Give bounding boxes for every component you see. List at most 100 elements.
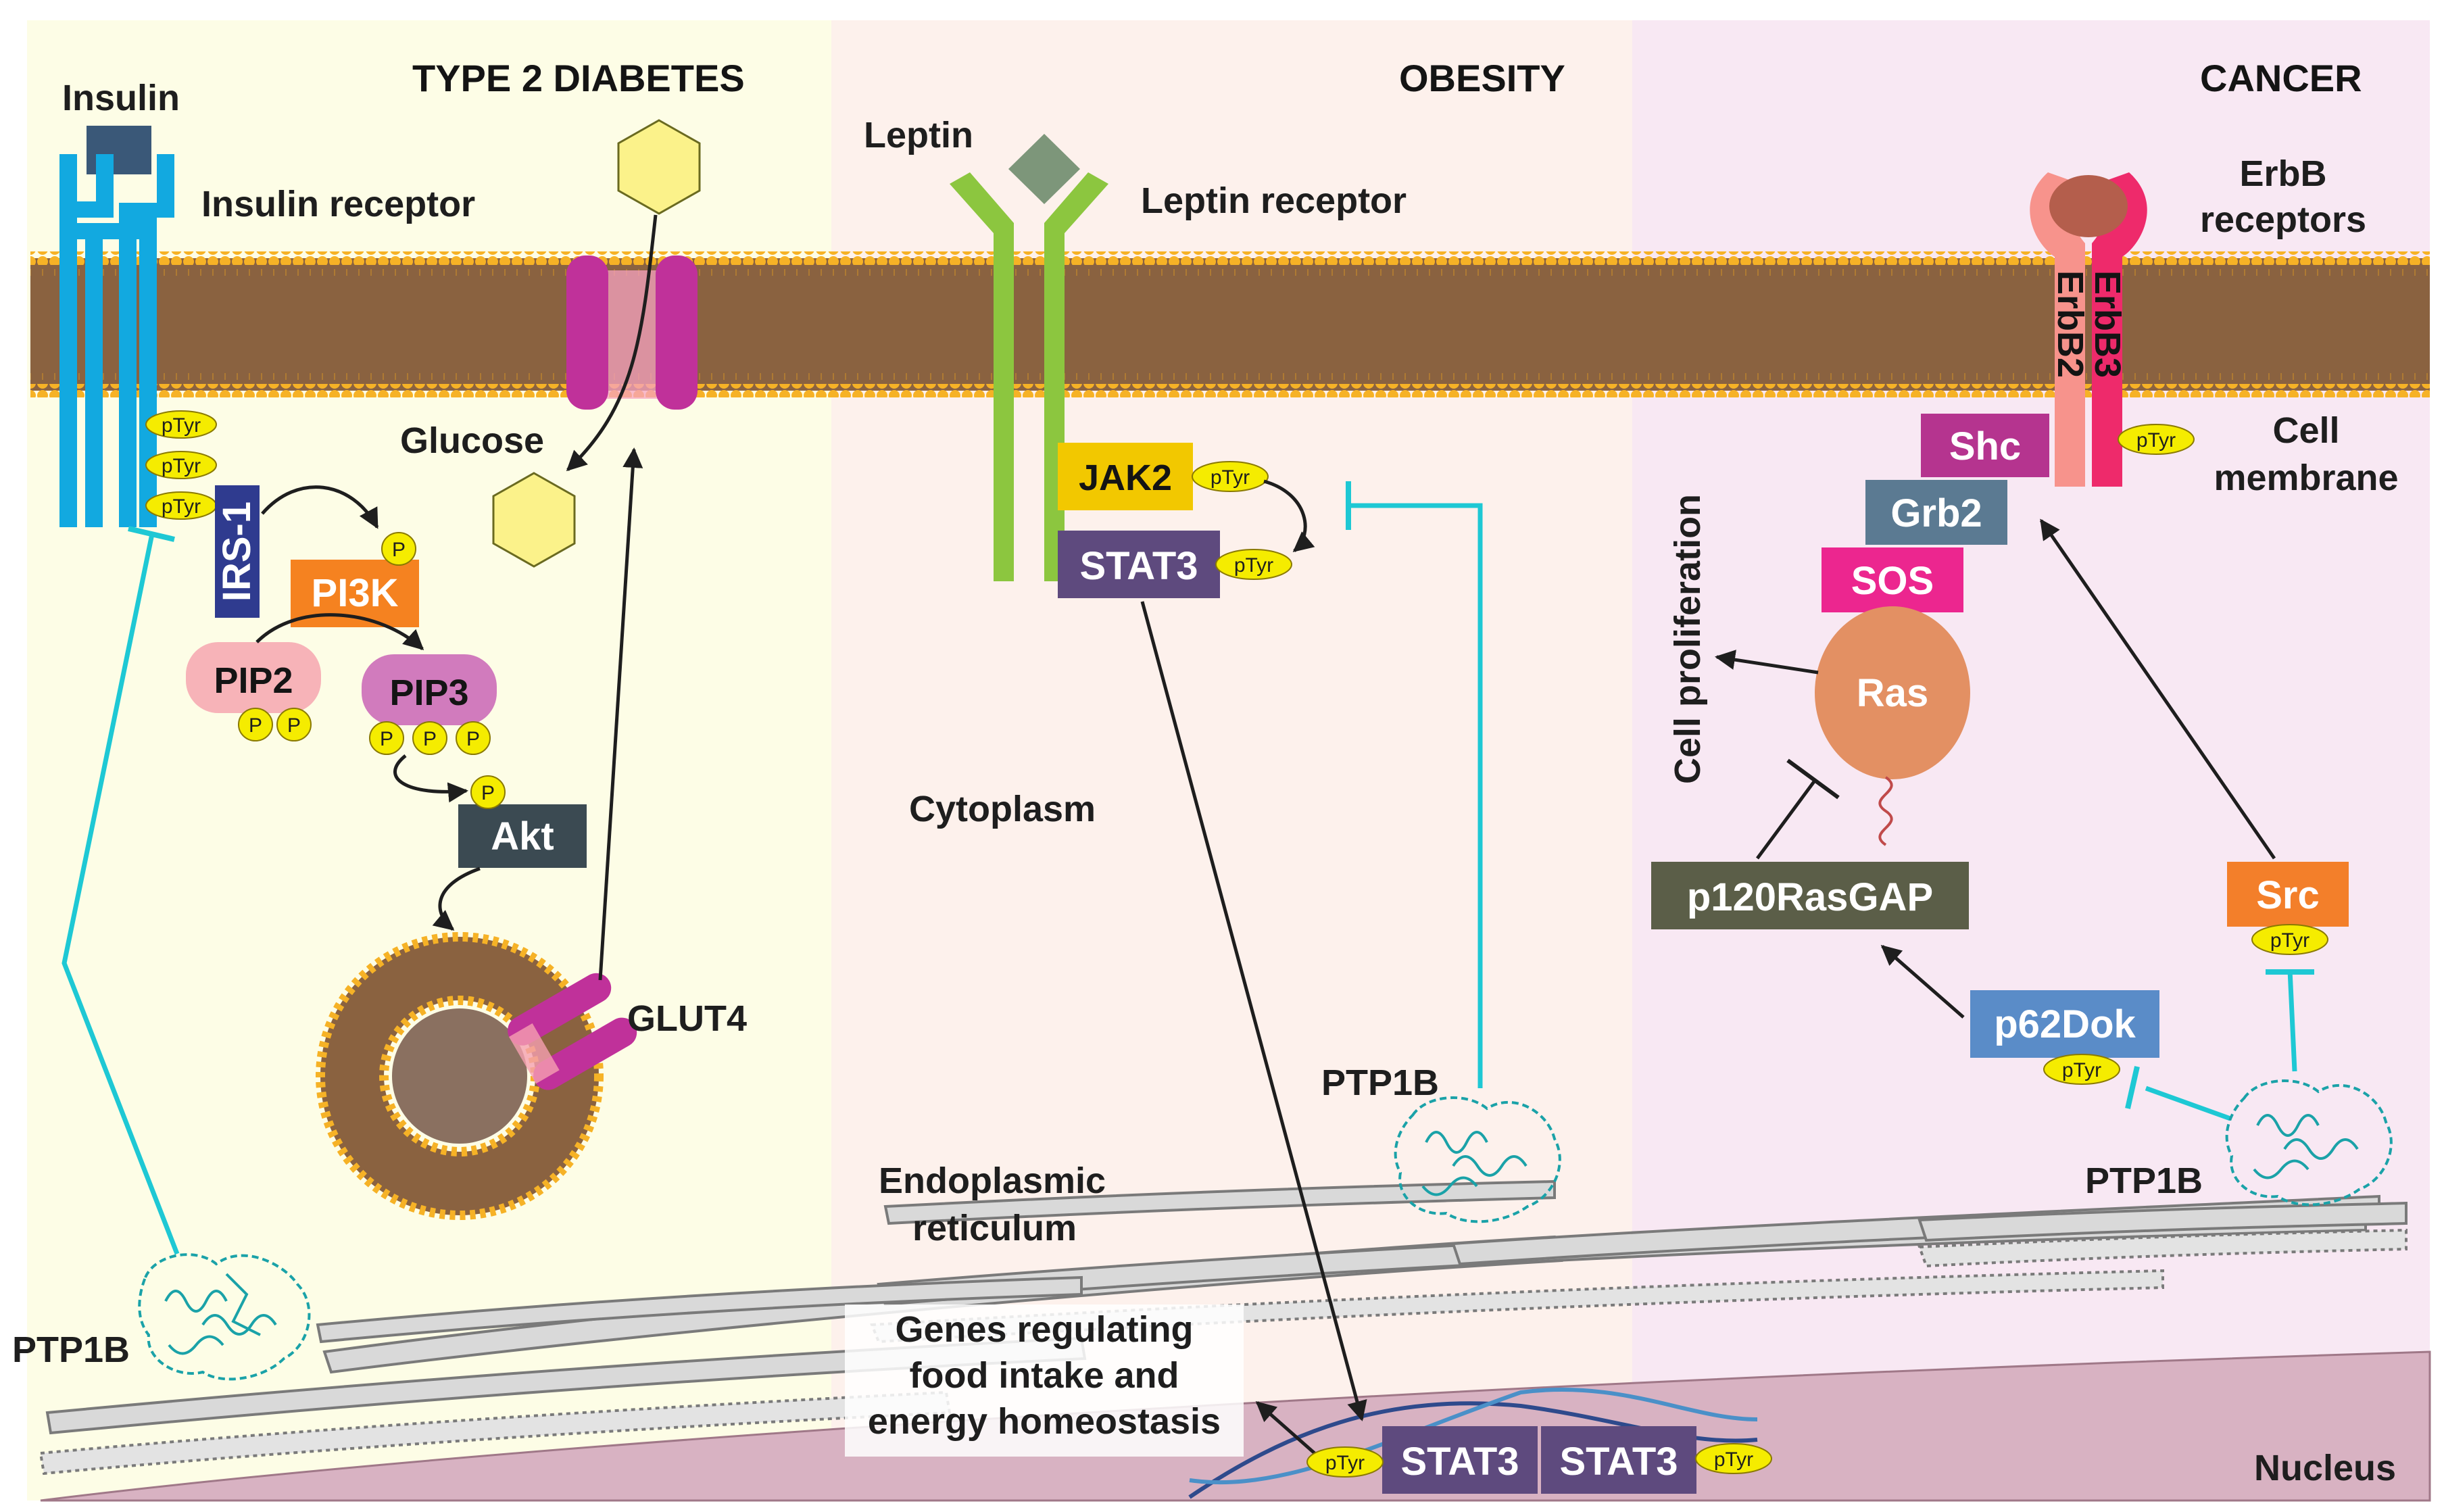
akt-to-vesicle-arrow bbox=[432, 867, 481, 931]
inhibition-bar-insulin bbox=[128, 526, 175, 542]
cell-proliferation-label: Cell proliferation bbox=[1667, 494, 1708, 784]
ptp1b-inhibits-src bbox=[2287, 969, 2297, 1072]
pip2-box bbox=[186, 642, 321, 713]
ras-protein bbox=[1815, 606, 1970, 779]
insulin-receptor bbox=[59, 154, 174, 527]
svg-text:pTyr: pTyr bbox=[162, 455, 201, 477]
stat3-dimer-box-1 bbox=[1382, 1426, 1538, 1494]
ptp1b-label-cancer: PTP1B bbox=[2085, 1161, 2203, 1201]
ptp1b-inhibits-insulin-receptor bbox=[62, 533, 180, 1255]
svg-text:P: P bbox=[392, 539, 406, 561]
nucleus-label: Nucleus bbox=[2254, 1448, 2396, 1488]
stat3-to-genes-arrow bbox=[1255, 1401, 1316, 1455]
pip3-label: PIP3 bbox=[389, 673, 468, 713]
shc-box bbox=[1921, 414, 2049, 477]
jak2-ptyr: pTyr bbox=[1192, 461, 1269, 492]
glut4-membrane-transporter bbox=[566, 255, 698, 410]
src-box bbox=[2227, 862, 2349, 927]
cell-membrane-label-1: Cell bbox=[2272, 410, 2339, 451]
svg-text:pTyr: pTyr bbox=[1325, 1452, 1365, 1474]
src-label: Src bbox=[2256, 873, 2320, 917]
erbb2-receptor bbox=[2030, 172, 2085, 487]
glucose-transport-arrow bbox=[566, 214, 658, 472]
svg-text:pTyr: pTyr bbox=[1714, 1448, 1753, 1471]
ptp1b-inhibits-p62dok bbox=[2145, 1086, 2232, 1121]
genes-label-1: Genes regulating bbox=[895, 1309, 1193, 1350]
inhibition-bar-ras bbox=[1786, 758, 1840, 800]
p120rasgap-box bbox=[1651, 862, 1969, 929]
jak2-box bbox=[1058, 443, 1193, 510]
stat3-dimer-label-1: STAT3 bbox=[1400, 1440, 1519, 1484]
p120rasgap-label: p120RasGAP bbox=[1687, 875, 1933, 919]
leptin-receptor-label: Leptin receptor bbox=[1141, 180, 1407, 221]
ras-label: Ras bbox=[1857, 671, 1928, 715]
pip3-to-akt-arrow bbox=[393, 754, 468, 803]
endoplasmic-reticulum bbox=[39, 1179, 2408, 1476]
pip2-label: PIP2 bbox=[214, 660, 293, 701]
erbb3-label: ErbB3 bbox=[2087, 270, 2128, 378]
akt-phospho: P bbox=[470, 775, 506, 809]
akt-label: Akt bbox=[491, 814, 554, 858]
svg-text:P: P bbox=[287, 714, 301, 737]
akt-box bbox=[458, 804, 587, 868]
svg-text:P: P bbox=[423, 728, 437, 750]
svg-text:pTyr: pTyr bbox=[162, 495, 201, 518]
cytoplasm-label: Cytoplasm bbox=[909, 789, 1096, 829]
svg-text:pTyr: pTyr bbox=[1211, 466, 1250, 489]
erbb3-ptyr: pTyr bbox=[2118, 424, 2195, 455]
glucose-outside bbox=[617, 119, 701, 215]
ptp1b-protein-cancer bbox=[2225, 1079, 2393, 1206]
er-label-2: reticulum bbox=[912, 1208, 1077, 1248]
irs1-box bbox=[215, 485, 260, 618]
stat3-dimer-ptyr-right: pTyr bbox=[1695, 1443, 1772, 1474]
irs1-to-pi3k-arrow bbox=[261, 485, 379, 529]
ptp1b-label-diabetes: PTP1B bbox=[12, 1330, 130, 1370]
insulin-label: Insulin bbox=[62, 78, 180, 118]
genes-box bbox=[845, 1304, 1244, 1457]
stat3-to-nucleus-arrow bbox=[1140, 601, 1367, 1421]
cell-membrane bbox=[30, 251, 2430, 397]
insulin-receptor-ptyr-1: pTyr bbox=[145, 410, 217, 439]
jak2-label: JAK2 bbox=[1079, 458, 1172, 498]
stat3-dimer-label-2: STAT3 bbox=[1559, 1440, 1678, 1484]
glut4-label: GLUT4 bbox=[627, 998, 747, 1039]
src-ptyr: pTyr bbox=[2251, 924, 2328, 955]
ras-to-proliferation-arrow bbox=[1715, 650, 1819, 675]
ptp1b-protein-diabetes bbox=[138, 1253, 311, 1381]
p62dok-ptyr: pTyr bbox=[2043, 1054, 2120, 1085]
pi3k-label: PI3K bbox=[312, 571, 399, 615]
sos-box bbox=[1822, 547, 1963, 612]
shc-label: Shc bbox=[1949, 424, 2021, 468]
insulin-receptor-label: Insulin receptor bbox=[201, 184, 475, 224]
inhibition-bar-p62dok bbox=[2125, 1066, 2140, 1109]
glut4-vesicle bbox=[316, 932, 637, 1220]
pip2-to-pip3-arrow bbox=[255, 613, 424, 651]
insulin-receptor-ptyr-3: pTyr bbox=[145, 491, 217, 520]
ras-anchor-tail bbox=[1878, 776, 1893, 846]
genes-label-2: food intake and bbox=[909, 1355, 1179, 1396]
svg-text:pTyr: pTyr bbox=[162, 414, 201, 437]
svg-text:pTyr: pTyr bbox=[2136, 429, 2176, 452]
jak2-to-stat3-arrow bbox=[1263, 479, 1315, 552]
stat3-dimer-ptyr-left: pTyr bbox=[1306, 1446, 1384, 1478]
stat3-ptyr: pTyr bbox=[1215, 549, 1292, 580]
svg-text:pTyr: pTyr bbox=[2062, 1059, 2101, 1081]
p62dok-label: p62Dok bbox=[1994, 1002, 2136, 1046]
grb2-box bbox=[1865, 480, 2007, 545]
pip2-phospho: P P bbox=[238, 708, 312, 741]
p62dok-box bbox=[1970, 990, 2159, 1058]
svg-text:P: P bbox=[249, 714, 262, 737]
cell-membrane-label-2: membrane bbox=[2214, 458, 2398, 498]
glucose-label: Glucose bbox=[400, 420, 544, 461]
insulin-receptor-ptyr-2: pTyr bbox=[145, 451, 217, 479]
section-title-cancer: CANCER bbox=[2200, 57, 2362, 99]
leptin-ligand bbox=[1008, 134, 1080, 204]
glut4-translocation-arrow bbox=[598, 447, 643, 981]
er-label-1: Endoplasmic bbox=[879, 1161, 1106, 1201]
p120rasgap-inhibits-ras bbox=[1755, 779, 1817, 860]
stat3-dimer-box-2 bbox=[1541, 1426, 1696, 1494]
sos-label: SOS bbox=[1851, 559, 1934, 603]
grb2-label: Grb2 bbox=[1890, 491, 1982, 535]
